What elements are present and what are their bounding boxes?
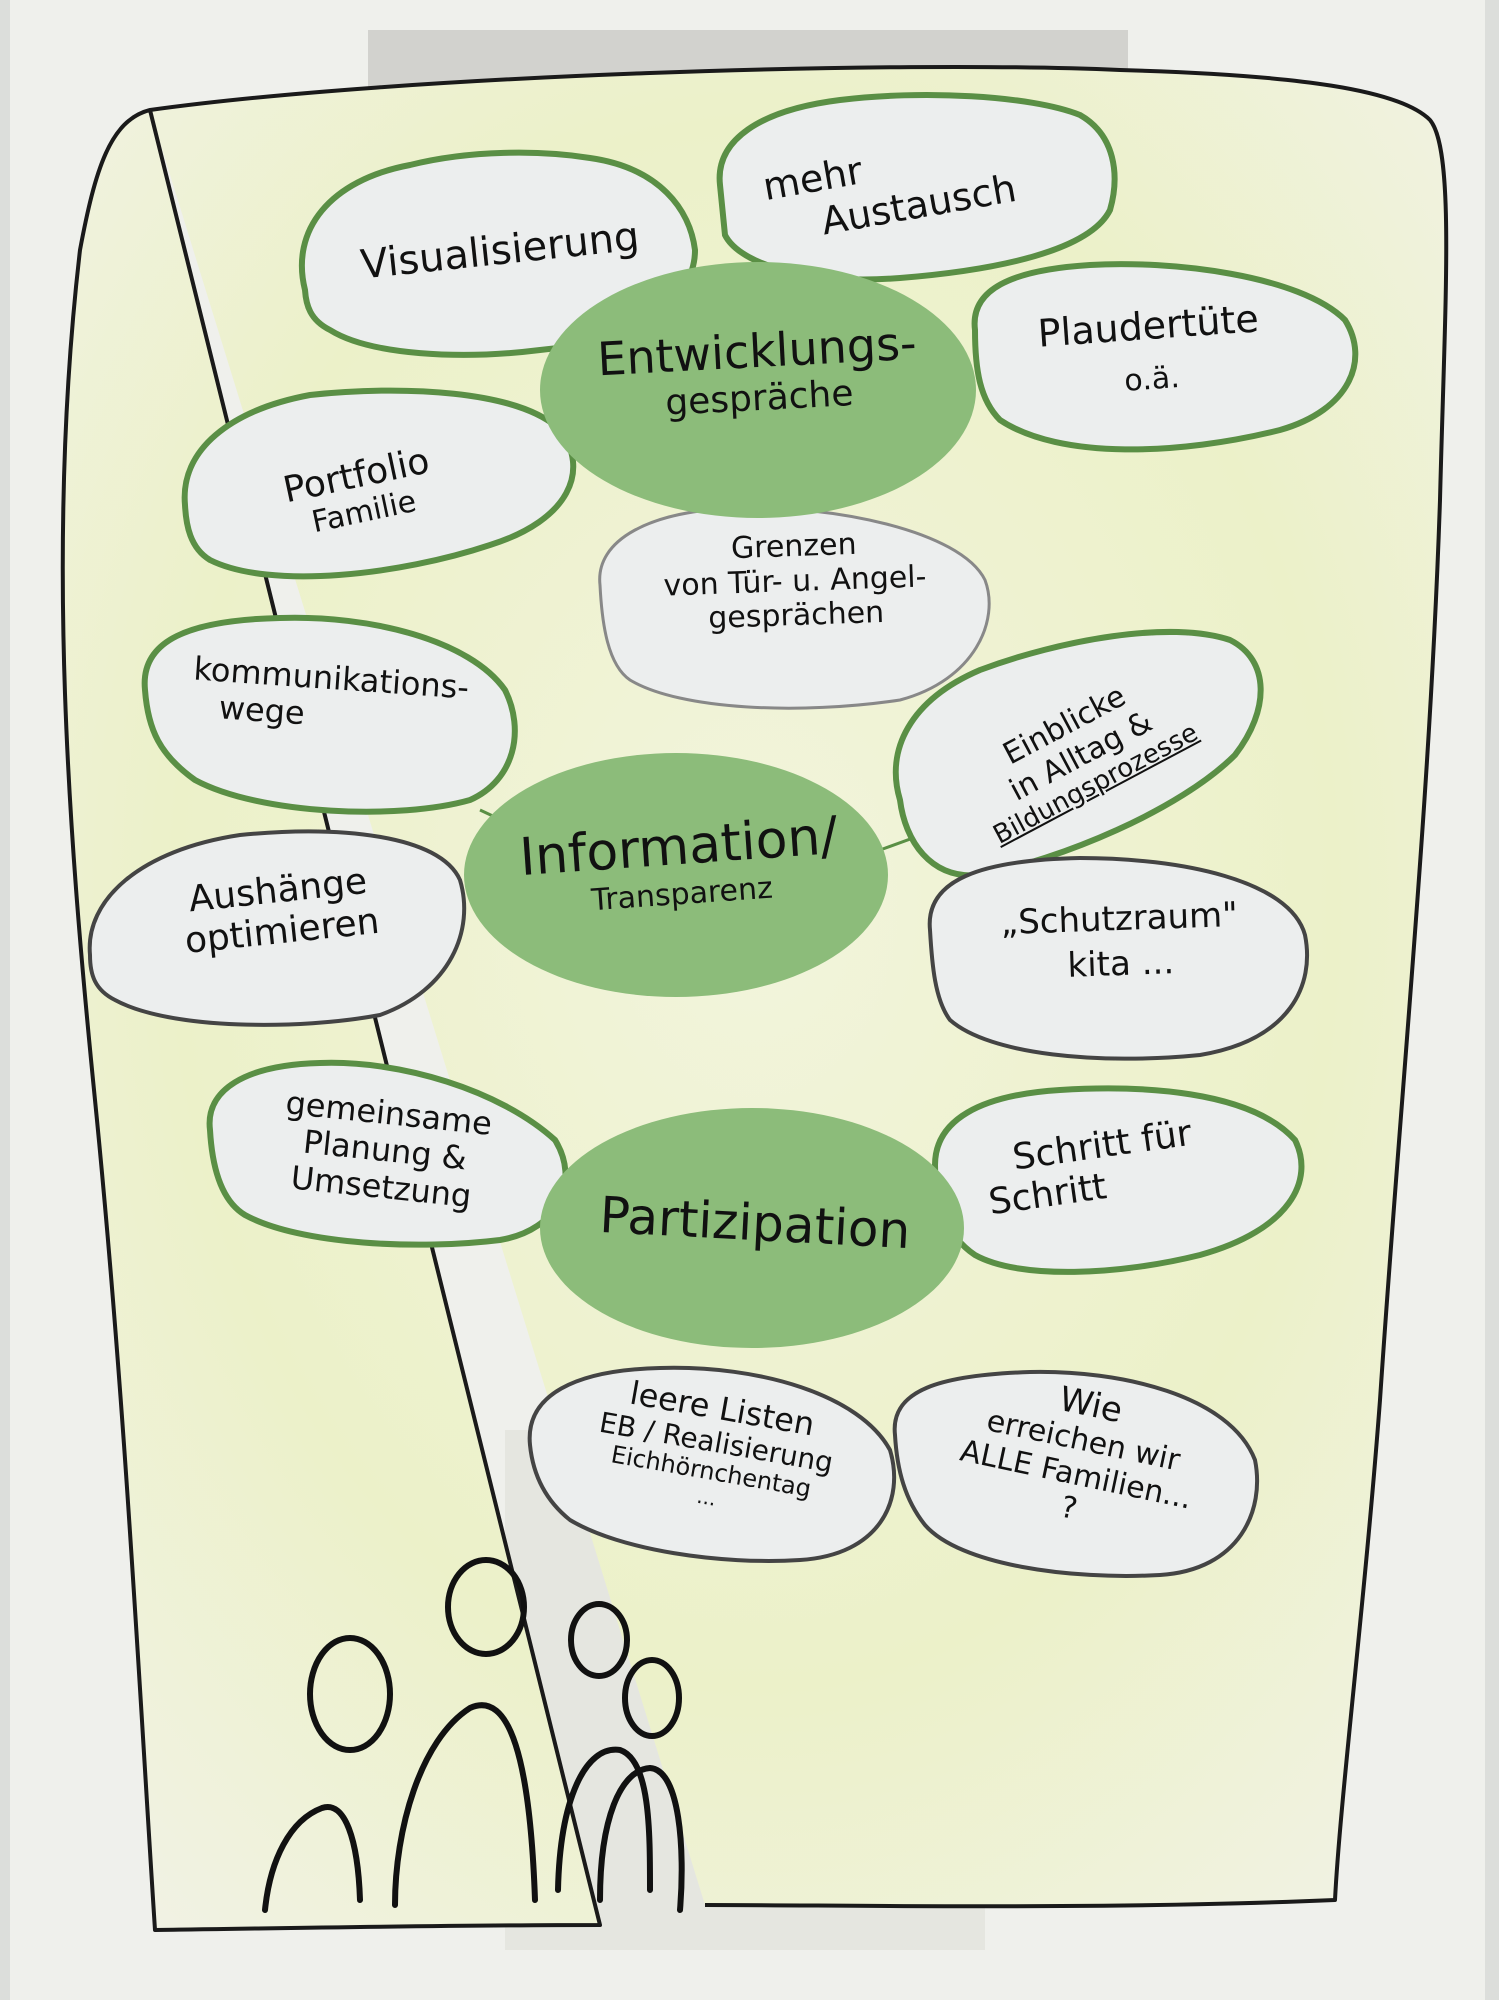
- people-group-drawing-icon: [262, 1557, 685, 1913]
- hub-ellipses: [464, 262, 976, 1348]
- bubble-aushaenge: [87, 829, 467, 1027]
- hub-information-transparenz: [464, 753, 888, 997]
- hub-partizipation: [540, 1108, 964, 1348]
- hub-entwicklungsgespraeche: [540, 262, 976, 518]
- bubble-schritt-fuer-schritt: [931, 1085, 1305, 1275]
- bubble-portfolio: [181, 387, 577, 580]
- bubble-wie-erreichen: [892, 1369, 1260, 1578]
- bubble-cards: [87, 92, 1359, 1578]
- bubble-label-grenzen: Grenzen von Tür- u. Angel- gesprächen: [613, 524, 976, 640]
- bubble-plaudertuete: [971, 261, 1359, 453]
- bubble-schutzraum: [927, 855, 1310, 1061]
- bubble-label-schutzraum: „Schutzraum" kita ...: [949, 894, 1292, 990]
- bubble-leere-listen: [527, 1365, 896, 1563]
- bubble-kommunikationswege: [141, 614, 518, 815]
